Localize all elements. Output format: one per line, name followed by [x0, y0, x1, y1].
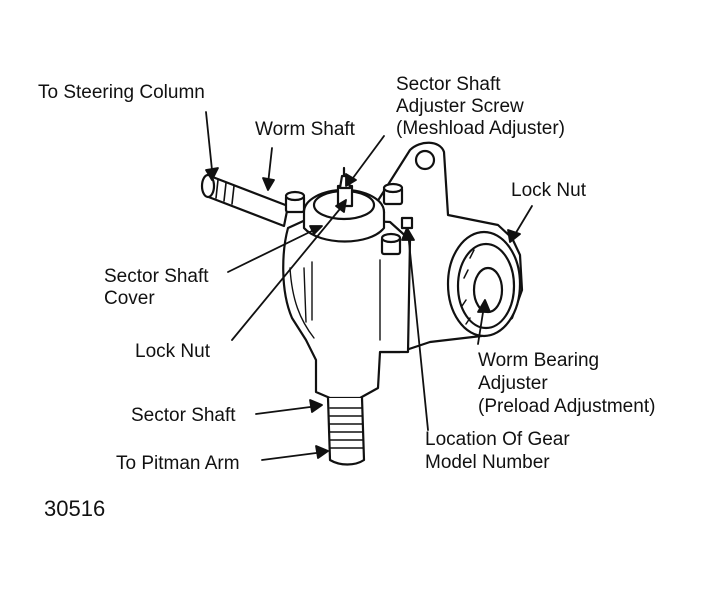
figure-number: 30516	[44, 496, 106, 521]
label-worm-bearing-line2: Adjuster	[478, 373, 548, 394]
label-worm-bearing-line3: (Preload Adjustment)	[478, 396, 656, 417]
label-lock-nut-left: Lock Nut	[135, 341, 210, 362]
leader-lines	[205, 111, 533, 461]
label-sector-adjuster-line3: (Meshload Adjuster)	[396, 118, 565, 139]
sector-shaft	[326, 396, 366, 466]
cover-bolts	[284, 182, 414, 256]
label-sector-cover-line2: Cover	[104, 288, 155, 309]
label-worm-shaft: Worm Shaft	[255, 119, 355, 140]
label-gear-location-line1: Location Of Gear	[425, 429, 570, 450]
label-sector-adjuster-line2: Adjuster Screw	[396, 96, 524, 117]
label-sector-adjuster-line1: Sector Shaft	[396, 74, 501, 95]
label-lock-nut-right: Lock Nut	[511, 180, 586, 201]
worm-shaft	[200, 173, 290, 228]
label-to-pitman-arm: To Pitman Arm	[116, 453, 240, 474]
worm-bearing-adjuster	[446, 230, 522, 338]
label-sector-shaft: Sector Shaft	[131, 405, 236, 426]
label-to-steering-column: To Steering Column	[38, 82, 205, 103]
label-worm-bearing-line1: Worm Bearing	[478, 350, 600, 371]
label-gear-location-line2: Model Number	[425, 452, 550, 473]
label-sector-cover-line1: Sector Shaft	[104, 266, 209, 287]
